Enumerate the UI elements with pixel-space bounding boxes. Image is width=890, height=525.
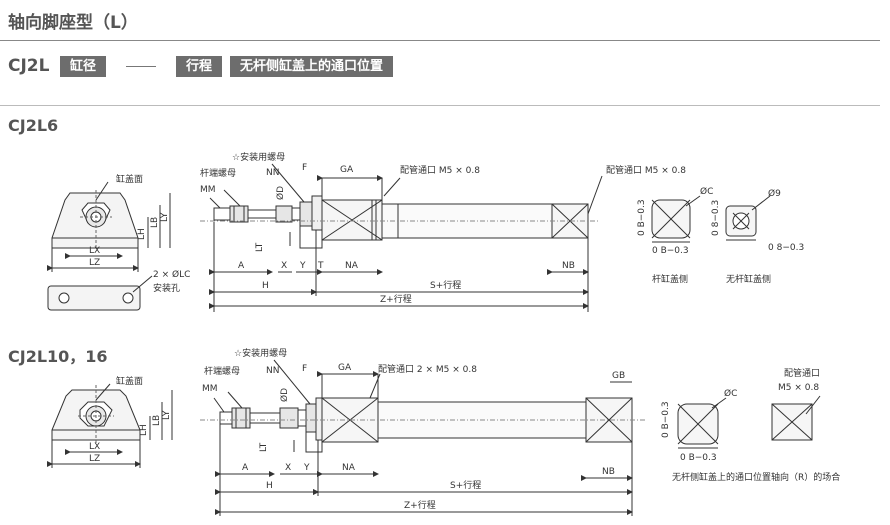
s1-mount-hole-label: 安装孔 xyxy=(153,282,180,294)
s2-na-label: NA xyxy=(342,463,356,473)
s1-lh-label: LH xyxy=(137,228,147,240)
section1-title: CJ2L6 xyxy=(8,116,59,135)
s2-lz-label: LZ xyxy=(89,454,100,464)
s2-port-right-thread: M5 × 0.8 xyxy=(778,383,819,393)
s1-cover-face-label: 缸盖面 xyxy=(116,173,143,185)
s1-lb-label: LB xyxy=(150,217,160,228)
s1-nn-label: NN xyxy=(266,168,279,178)
s2-gb-label: GB xyxy=(612,371,625,381)
s1-lx-label: LX xyxy=(89,246,100,256)
s1-mm-label: MM xyxy=(200,185,216,195)
s1-ga-label: GA xyxy=(340,165,354,175)
section1-drawing xyxy=(47,163,771,312)
title-divider xyxy=(0,40,880,41)
s2-a-label: A xyxy=(242,463,249,473)
head-cover-end-view-1 xyxy=(725,195,771,241)
s1-mount-nut-label: ☆安装用螺母 xyxy=(232,151,285,163)
page-title: 轴向脚座型（L） xyxy=(8,13,138,33)
s1-nb-label: NB xyxy=(562,261,575,271)
s2-ga-label: GA xyxy=(338,363,352,373)
s1-na-label: NA xyxy=(345,261,359,271)
s2-x-label: X xyxy=(285,463,291,473)
s1-tol-8-v: 0 8−0.3 xyxy=(711,200,721,236)
s2-b-tol-h: 0 B−0.3 xyxy=(680,453,717,463)
bore-tag: 缸径 xyxy=(60,55,107,77)
s2-port-head-label: 配管通口 2 × M5 × 0.8 xyxy=(378,363,477,375)
section2-drawing xyxy=(47,359,821,516)
s2-cover-face-label: 缸盖面 xyxy=(116,375,143,387)
model-code: CJ2L xyxy=(8,56,50,76)
s2-port-right-label: 配管通口 xyxy=(784,367,820,379)
s1-ly-label: LY xyxy=(160,212,170,222)
rod-cover-end-view-1 xyxy=(651,195,701,243)
s1-lz-label: LZ xyxy=(89,258,100,268)
foot-front-view-2 xyxy=(47,383,173,468)
s1-d-label: ØD xyxy=(275,186,286,200)
s2-nb-label: NB xyxy=(602,467,615,477)
rod-cover-end-view-2 xyxy=(677,397,727,449)
foot-bottom-view-1 xyxy=(47,275,153,311)
s1-h-label: H xyxy=(262,281,269,291)
port-axial-view-2 xyxy=(771,395,821,441)
s1-rod-side-caption: 杆缸盖侧 xyxy=(652,273,688,285)
code-dash xyxy=(126,65,157,67)
s1-t-label: T xyxy=(317,261,324,271)
section-divider xyxy=(0,105,880,106)
s1-port-head-label: 配管通口 M5 × 0.8 xyxy=(400,164,480,176)
s1-o9-label: Ø9 xyxy=(768,188,781,199)
s2-z-stroke-label: Z+行程 xyxy=(404,499,436,511)
s1-b-tol-v: 0 B−0.3 xyxy=(637,199,647,236)
model-code-row: CJ2L 缸径 行程 无杆侧缸盖上的通口位置 xyxy=(8,55,394,77)
s1-z-stroke-label: Z+行程 xyxy=(380,293,412,305)
s2-mount-nut-label: ☆安装用螺母 xyxy=(234,347,287,359)
s2-lh-label: LH xyxy=(139,424,149,436)
s2-mm-label: MM xyxy=(202,384,218,394)
s1-x-label: X xyxy=(281,261,287,271)
s1-port-rear-label: 配管通口 M5 × 0.8 xyxy=(606,164,686,176)
s1-oc-label: ØC xyxy=(700,186,713,197)
s2-s-stroke-label: S+行程 xyxy=(450,479,481,491)
s1-s-stroke-label: S+行程 xyxy=(430,279,461,291)
s2-ly-label: LY xyxy=(162,410,172,420)
s2-b-tol-v: 0 B−0.3 xyxy=(661,401,671,438)
s2-rod-nut-label: 杆端螺母 xyxy=(204,365,240,377)
s2-h-label: H xyxy=(266,481,273,491)
s1-y-label: Y xyxy=(299,261,306,271)
s1-lc-label: 2 × ØLC xyxy=(153,269,190,280)
section2-title: CJ2L10，16 xyxy=(8,347,108,366)
s2-oc-label: ØC xyxy=(724,388,737,399)
cylinder-side-view-2 xyxy=(200,359,645,516)
s1-tol-8-h: 0 8−0.3 xyxy=(768,243,804,253)
s2-note: 无杆侧缸盖上的通口位置轴向（R）的场合 xyxy=(672,471,840,483)
s2-lx-label: LX xyxy=(89,442,100,452)
s2-lt-label: LT xyxy=(259,442,269,452)
s2-lb-label: LB xyxy=(152,415,162,426)
cylinder-side-view-1 xyxy=(200,163,603,312)
s1-headless-side-caption: 无杆缸盖侧 xyxy=(726,273,771,285)
s1-b-tol-h: 0 B−0.3 xyxy=(652,246,689,256)
s1-a-label: A xyxy=(238,261,245,271)
foot-front-view-1 xyxy=(47,181,171,272)
stroke-tag: 行程 xyxy=(176,55,223,77)
s2-f-label: F xyxy=(302,364,307,374)
s2-nn-label: NN xyxy=(266,366,279,376)
s2-d-label: ØD xyxy=(279,388,290,402)
s1-rod-nut-label: 杆端螺母 xyxy=(200,167,236,179)
s1-f-label: F xyxy=(302,163,307,173)
port-position-tag: 无杆侧缸盖上的通口位置 xyxy=(230,55,394,77)
s1-lt-label: LT xyxy=(255,242,265,252)
s2-y-label: Y xyxy=(303,463,310,473)
